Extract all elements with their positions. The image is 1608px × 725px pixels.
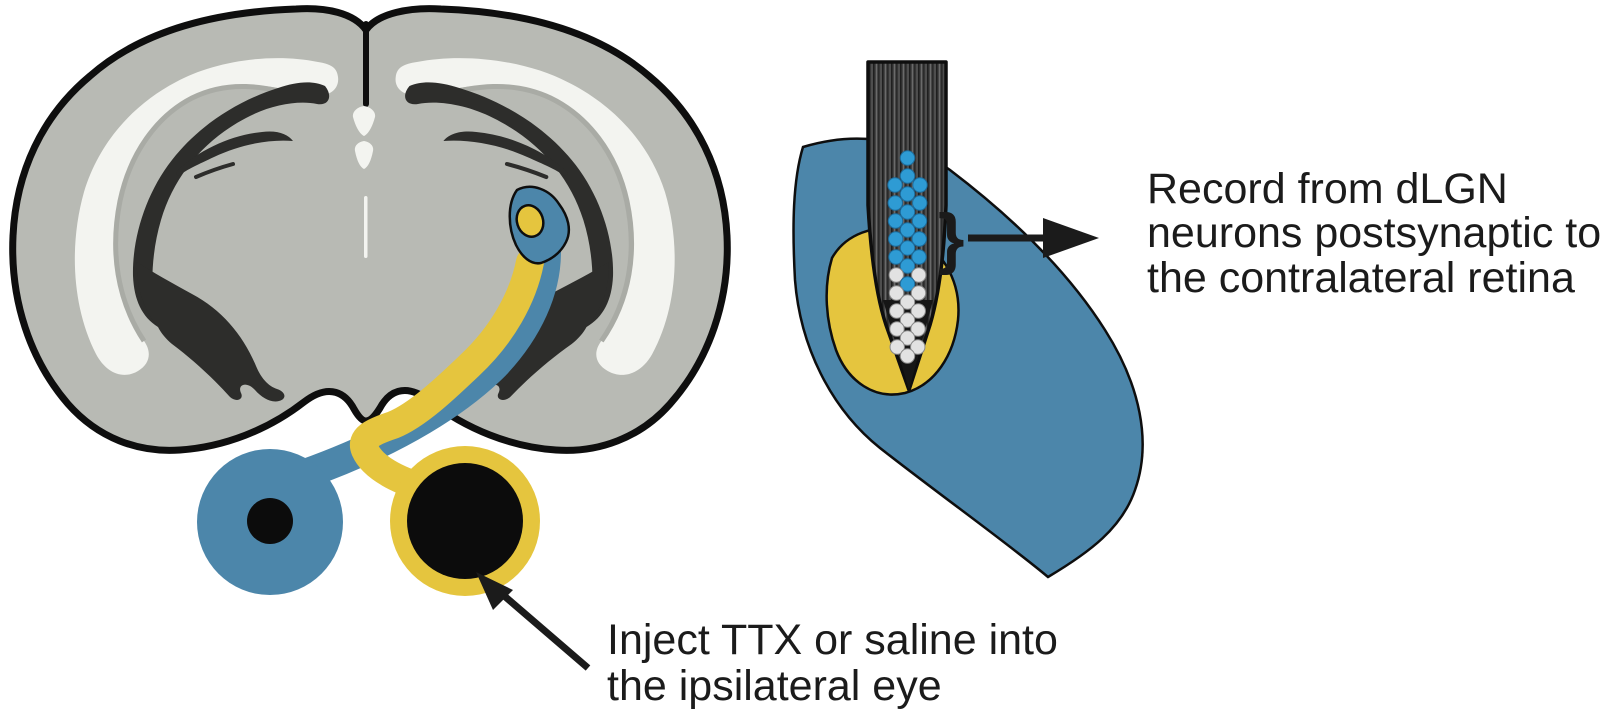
recording-site-ipsilateral-dot (899, 330, 916, 346)
recording-site-ipsilateral-dot (910, 285, 927, 301)
dlgn-zoom-view: } (792, 60, 1144, 579)
hippocampus-ventral-blob (136, 262, 285, 402)
recording-site-ipsilateral-dot (899, 348, 916, 364)
recording-label-line3: the contralateral retina (1147, 254, 1575, 302)
recording-site-ipsilateral-dot (910, 303, 926, 319)
white-matter-band (74, 58, 339, 375)
recording-site-contralateral-dot (899, 168, 916, 184)
depth-range-brace: } (938, 200, 964, 276)
third-ventricle-line (364, 196, 368, 258)
ipsilateral-optic-tract (349, 248, 544, 502)
recording-site-contralateral-dot (911, 213, 928, 229)
recording-site-contralateral-dot (899, 258, 916, 274)
recording-site-contralateral-dot (899, 186, 916, 202)
injection-arrow-line (499, 591, 591, 671)
fimbria-line (194, 162, 235, 179)
recording-site-contralateral-dot (911, 231, 927, 247)
recording-site-ipsilateral-dot (899, 312, 916, 328)
dlgn-ipsilateral-core (515, 204, 545, 238)
recording-site-contralateral-dot (899, 222, 916, 238)
recording-site-ipsilateral-dot (888, 267, 904, 283)
recording-site-contralateral-dot (899, 150, 916, 166)
recording-site-ipsilateral-dot (889, 339, 905, 355)
fimbria-crescent (176, 131, 293, 176)
septal-ventricle-upper (352, 106, 376, 136)
recording-site-ipsilateral-dot (910, 339, 926, 355)
recording-site-contralateral-dot (899, 204, 916, 220)
recording-site-contralateral-dot (888, 249, 904, 265)
contralateral-eye-pupil (247, 498, 293, 544)
coronal-brain-section (9, 5, 731, 596)
septal-ventricle-lower (354, 141, 374, 169)
recording-label-line2: neurons postsynaptic to (1147, 209, 1601, 257)
recording-site-ipsilateral-dot (910, 321, 926, 337)
injection-label-line1: Inject TTX or saline into (607, 616, 1058, 664)
recording-site-contralateral-dot (887, 195, 903, 211)
recording-site-ipsilateral-dot (889, 321, 905, 337)
recording-site-ipsilateral-dot (911, 267, 927, 283)
recording-site-contralateral-dot (912, 177, 928, 193)
brain-outline (9, 5, 731, 454)
recording-site-ipsilateral-dot (889, 303, 905, 319)
recording-site-contralateral-dot (911, 249, 927, 265)
recording-arrowhead-icon (1043, 218, 1099, 258)
ipsilateral-eye-iris (407, 463, 523, 579)
ipsilateral-eye (390, 446, 540, 596)
recording-site-contralateral-dot (912, 195, 928, 211)
recording-site-contralateral-dot (888, 231, 904, 247)
injection-annotation: Inject TTX or saline into the ipsilatera… (476, 572, 1058, 710)
left-hemisphere-structures (74, 58, 339, 402)
injection-arrowhead-icon (476, 572, 513, 610)
contralateral-eye (197, 449, 343, 595)
recording-site-ipsilateral-dot (899, 294, 916, 310)
recording-site-contralateral-dot (899, 240, 916, 256)
recording-site-contralateral-dot (887, 213, 904, 229)
recording-sites (887, 150, 928, 364)
dlgn-nucleus (508, 185, 571, 265)
recording-label-line1: Record from dLGN (1147, 165, 1508, 213)
injection-label-line2: the ipsilateral eye (607, 662, 942, 710)
recording-site-contralateral-dot (887, 177, 903, 193)
recording-site-contralateral-dot (899, 276, 916, 292)
recording-site-ipsilateral-dot (888, 285, 905, 301)
recording-annotation: Record from dLGN neurons postsynaptic to… (1147, 165, 1601, 302)
white-matter-inner-shade-arc (113, 83, 301, 343)
